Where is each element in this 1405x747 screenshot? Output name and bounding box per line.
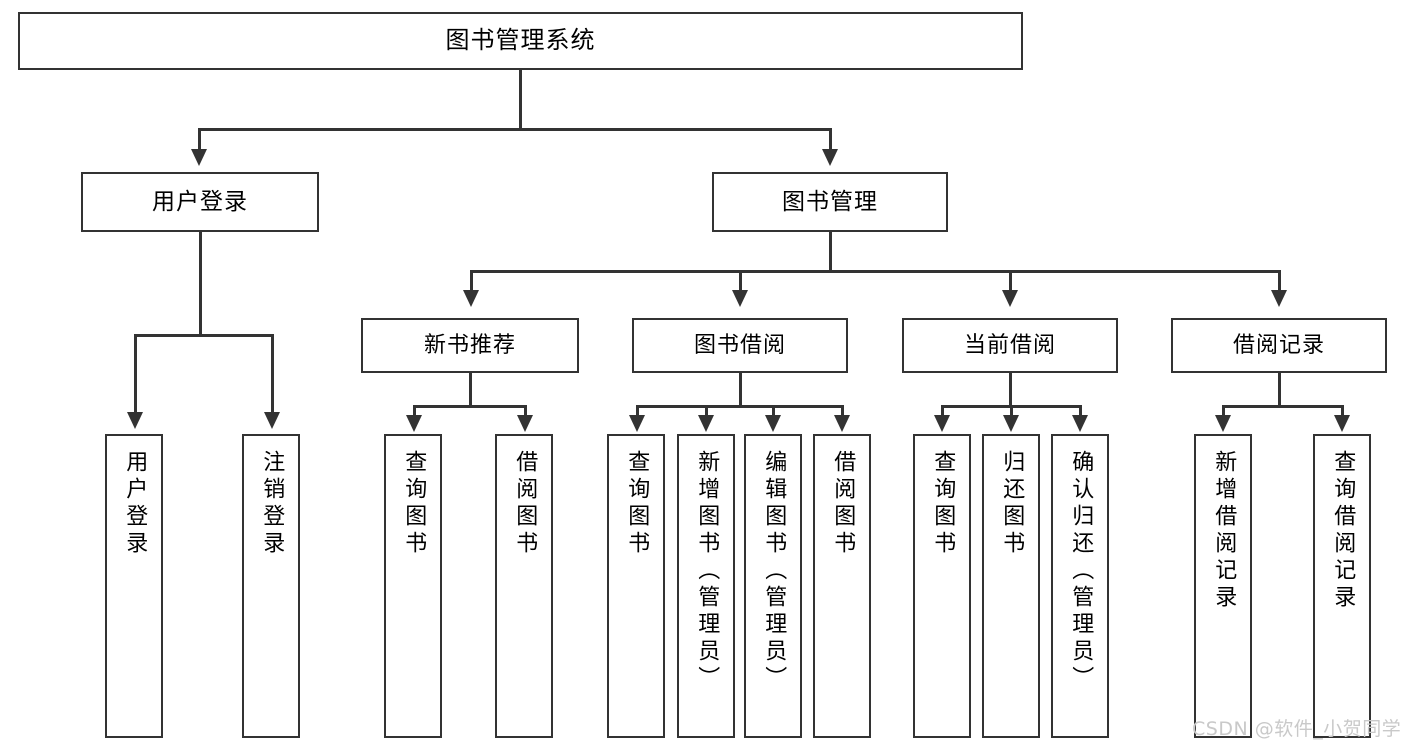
node-user-login[interactable]: 用户登录 [81,172,319,232]
node-label: 新增图书（管理员） [694,450,720,693]
connector-drop-user-login [198,128,201,151]
leaf-logout[interactable]: 注销登录 [242,434,300,738]
connector-drop-login-1 [134,334,137,414]
arrow-new-book [463,290,479,307]
leaf-query-borrow-record[interactable]: 查询借阅记录 [1313,434,1371,738]
arrow-nb-1 [406,415,422,432]
connector-drop-cb-2 [1010,405,1013,417]
connector-drop-book-manage [829,128,832,151]
node-label: 用户登录 [152,188,248,215]
connector-user-login-stem [199,232,202,336]
node-label: 新增借阅记录 [1211,450,1237,612]
node-label: 注销登录 [259,450,285,558]
connector-root-bar [198,128,832,131]
connector-drop-bb-4 [841,405,844,417]
leaf-confirm-return-admin[interactable]: 确认归还（管理员） [1051,434,1109,738]
arrow-nb-2 [517,415,533,432]
leaf-query-book-cb[interactable]: 查询图书 [913,434,971,738]
leaf-add-borrow-record[interactable]: 新增借阅记录 [1194,434,1252,738]
arrow-user-login [191,149,207,166]
connector-current-borrow-stem [1009,373,1012,407]
connector-drop-nb-1 [413,405,416,417]
leaf-query-book-nb[interactable]: 查询图书 [384,434,442,738]
leaf-return-book[interactable]: 归还图书 [982,434,1040,738]
arrow-bb-3 [765,415,781,432]
node-label: 查询图书 [930,450,956,558]
connector-drop-new-book [470,270,473,292]
node-current-borrow[interactable]: 当前借阅 [902,318,1118,373]
connector-drop-bb-1 [636,405,639,417]
node-label: 查询借阅记录 [1330,450,1356,612]
node-root-system[interactable]: 图书管理系统 [18,12,1023,70]
node-label: 借阅记录 [1232,332,1325,358]
connector-drop-cb-1 [941,405,944,417]
connector-book-manage-bar [470,270,1280,273]
arrow-cb-2 [1003,415,1019,432]
arrow-br-1 [1215,415,1231,432]
arrow-borrow-record [1271,290,1287,307]
connector-new-book-stem [469,373,472,407]
connector-drop-bb-2 [705,405,708,417]
arrow-cb-1 [934,415,950,432]
node-label: 编辑图书（管理员） [761,450,787,693]
node-label: 查询图书 [624,450,650,558]
node-book-borrow[interactable]: 图书借阅 [632,318,848,373]
arrow-book-borrow [732,290,748,307]
arrow-br-2 [1334,415,1350,432]
node-borrow-record[interactable]: 借阅记录 [1171,318,1387,373]
arrow-cb-3 [1072,415,1088,432]
connector-drop-nb-2 [524,405,527,417]
arrow-bb-1 [629,415,645,432]
connector-drop-br-2 [1341,405,1344,417]
connector-drop-br-1 [1222,405,1225,417]
arrow-bb-4 [834,415,850,432]
arrow-current-borrow [1002,290,1018,307]
connector-drop-current-borrow [1009,270,1012,292]
arrow-bb-2 [698,415,714,432]
connector-drop-book-borrow [739,270,742,292]
node-label: 当前借阅 [963,332,1056,358]
connector-root-stem [519,70,522,130]
connector-drop-bb-3 [772,405,775,417]
leaf-query-book-bb[interactable]: 查询图书 [607,434,665,738]
arrow-login-1 [127,412,143,429]
connector-drop-borrow-record [1278,270,1281,292]
connector-drop-cb-3 [1079,405,1082,417]
arrow-login-2 [264,412,280,429]
node-new-book-recommend[interactable]: 新书推荐 [361,318,579,373]
node-label: 归还图书 [999,450,1025,558]
connector-user-login-bar [134,334,272,337]
node-label: 新书推荐 [423,332,516,358]
node-book-management[interactable]: 图书管理 [712,172,948,232]
leaf-user-login[interactable]: 用户登录 [105,434,163,738]
connector-borrow-record-stem [1278,373,1281,407]
leaf-edit-book-admin[interactable]: 编辑图书（管理员） [744,434,802,738]
leaf-add-book-admin[interactable]: 新增图书（管理员） [677,434,735,738]
connector-new-book-bar [413,405,526,408]
connector-book-manage-stem [829,232,832,272]
connector-book-borrow-stem [739,373,742,407]
connector-book-borrow-bar [636,405,843,408]
node-label: 图书管理 [782,188,878,215]
node-label: 用户登录 [122,450,148,558]
node-label: 查询图书 [401,450,427,558]
leaf-borrow-book-bb[interactable]: 借阅图书 [813,434,871,738]
node-label: 确认归还（管理员） [1068,450,1094,693]
leaf-borrow-book-nb[interactable]: 借阅图书 [495,434,553,738]
node-label: 借阅图书 [512,450,538,558]
connector-drop-login-2 [271,334,274,414]
arrow-book-manage [822,149,838,166]
node-label: 借阅图书 [830,450,856,558]
node-label: 图书借阅 [693,332,786,358]
connector-borrow-record-bar [1222,405,1343,408]
node-label: 图书管理系统 [445,26,596,55]
